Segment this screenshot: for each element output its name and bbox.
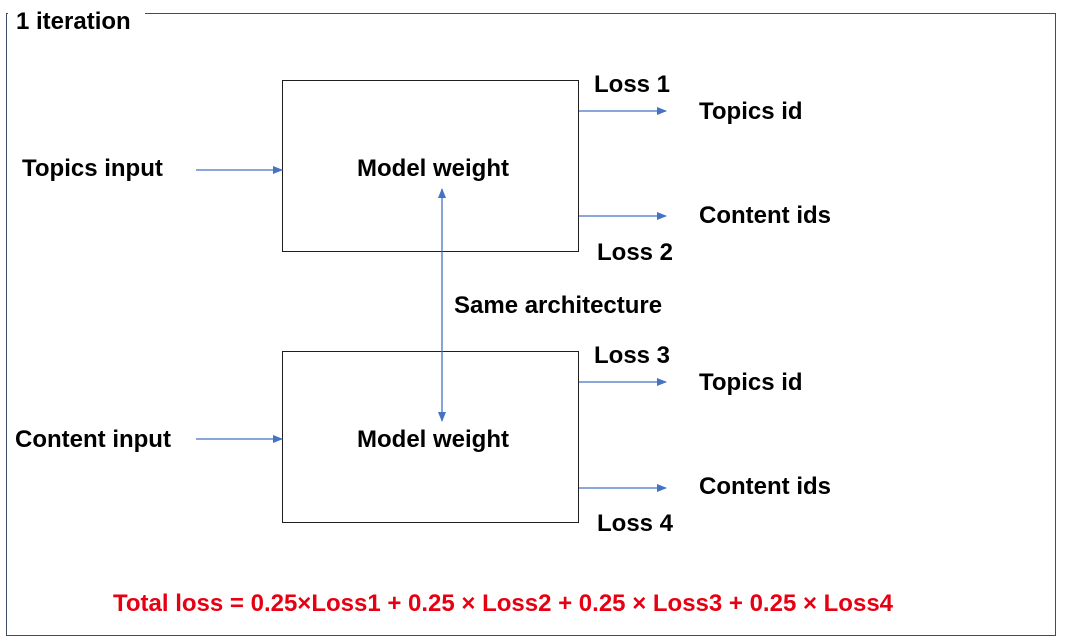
loss-1-label: Loss 1 <box>594 71 671 98</box>
same-architecture-label: Same architecture <box>454 292 663 319</box>
bottom-model-label: Model weight <box>357 426 509 453</box>
loss-3-label: Loss 3 <box>594 342 671 369</box>
loss-2-label: Loss 2 <box>597 239 674 266</box>
top-output-topics-label: Topics id <box>699 98 803 125</box>
bottom-input-label: Content input <box>15 426 171 453</box>
bottom-output-content-label: Content ids <box>699 473 831 500</box>
total-loss-formula: Total loss = 0.25×Loss1 + 0.25 × Loss2 +… <box>113 590 894 617</box>
bottom-output-topics-label: Topics id <box>699 369 803 396</box>
top-output-content-label: Content ids <box>699 202 831 229</box>
iteration-frame <box>6 13 1056 636</box>
top-input-label: Topics input <box>22 155 163 182</box>
frame-title: 1 iteration <box>8 4 145 40</box>
loss-4-label: Loss 4 <box>597 510 674 537</box>
top-model-label: Model weight <box>357 155 509 182</box>
